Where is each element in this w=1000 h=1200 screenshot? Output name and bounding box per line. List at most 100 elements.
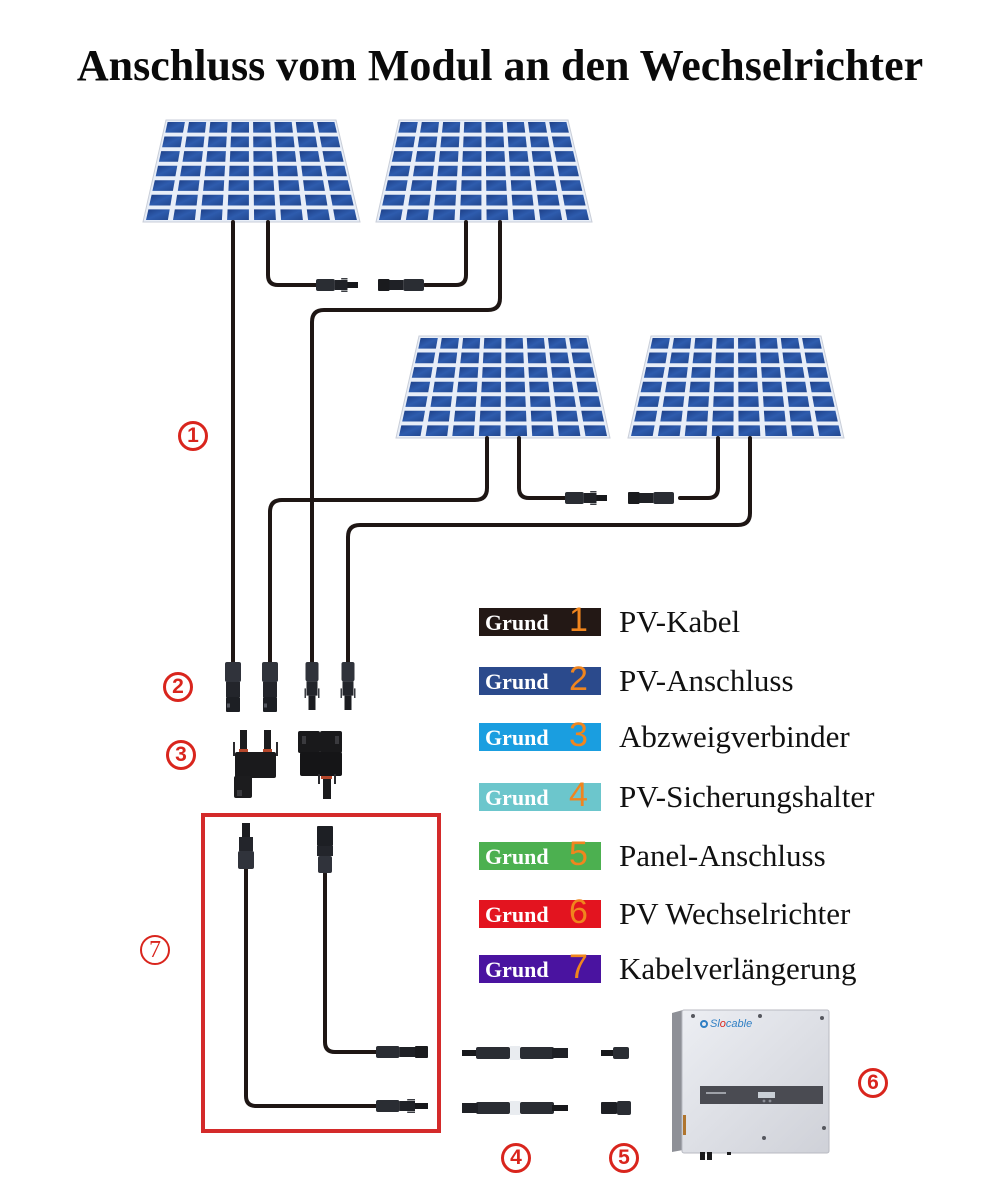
solar-cell	[461, 165, 482, 177]
branch-connectors	[233, 730, 342, 799]
connector-nut	[225, 662, 241, 682]
solar-cell	[325, 165, 347, 177]
solar-cell	[175, 194, 198, 206]
panel-link-connector-female	[628, 492, 674, 504]
cable-panel2-main	[310, 220, 502, 667]
marker-5-panel-connector: 5	[609, 1143, 639, 1173]
solar-cell	[714, 367, 734, 378]
solar-cell	[458, 367, 479, 378]
solar-cell	[435, 367, 456, 378]
panel-connector-female	[601, 1101, 631, 1115]
solar-cell	[399, 425, 423, 436]
connector-clip	[590, 491, 597, 493]
solar-cell	[760, 352, 780, 364]
solar-cell	[684, 425, 708, 436]
connector-nut	[238, 851, 254, 869]
solar-cell	[379, 209, 403, 220]
inverter	[672, 1009, 830, 1160]
legend-label: PV-Sicherungshalter	[619, 779, 875, 814]
solar-cell	[453, 410, 476, 422]
solar-cell	[533, 165, 555, 177]
solar-cell	[528, 367, 548, 378]
solar-cell	[253, 180, 275, 191]
solar-cell	[549, 352, 570, 364]
connector-clip	[590, 503, 597, 505]
connector-pin	[242, 823, 250, 837]
legend-label: Kabelverlängerung	[619, 951, 857, 986]
solar-cell	[809, 381, 832, 393]
solar-cell	[152, 180, 175, 191]
solar-cell	[787, 396, 810, 407]
solar-cell	[333, 209, 357, 220]
solar-cell	[405, 396, 428, 407]
extension-connector-female-end	[376, 1046, 428, 1058]
solar-cell	[505, 338, 524, 349]
solar-panel	[375, 119, 593, 223]
solar-cell	[505, 425, 528, 436]
solar-cell	[486, 209, 509, 220]
solar-cell	[804, 352, 825, 364]
solar-cell	[435, 180, 457, 191]
solar-cell	[738, 338, 756, 349]
solar-cell	[482, 352, 502, 364]
connector-nut	[316, 279, 335, 291]
solar-cell	[408, 381, 431, 393]
solar-cell	[485, 136, 505, 148]
solar-cell	[253, 136, 272, 148]
pv-connector-male	[340, 662, 356, 710]
solar-cell	[528, 122, 547, 133]
solar-cell	[388, 165, 411, 177]
solar-cell	[763, 410, 786, 422]
solar-cell	[551, 367, 572, 378]
solar-cell	[738, 396, 759, 407]
solar-cell	[425, 425, 449, 436]
legend-badge: Grund 6	[479, 894, 601, 930]
solar-cell	[146, 209, 170, 220]
solar-cell	[689, 381, 710, 393]
solar-cell	[557, 165, 579, 177]
solar-cell	[738, 367, 758, 378]
marker-7-extension-cable: 7	[140, 935, 170, 965]
solar-cell	[462, 151, 482, 162]
solar-cell	[548, 338, 567, 349]
cable-panel2-link	[423, 220, 468, 287]
solar-cell	[408, 194, 431, 206]
solar-cell	[761, 367, 781, 378]
solar-cell	[430, 396, 452, 407]
connector-pin	[601, 1050, 613, 1056]
solar-cell	[665, 381, 687, 393]
solar-cell	[229, 151, 249, 162]
solar-cell	[303, 180, 325, 191]
solar-cell	[306, 209, 330, 220]
fuse-body	[476, 1047, 510, 1059]
solar-cell	[667, 367, 688, 378]
solar-cell	[526, 338, 545, 349]
solar-cell	[452, 425, 475, 436]
solar-cell	[229, 165, 249, 177]
solar-cell	[482, 367, 502, 378]
solar-cell	[413, 165, 434, 177]
connector-body	[389, 280, 404, 290]
legend-label: PV Wechselrichter	[619, 896, 851, 931]
solar-cell	[417, 136, 438, 148]
solar-cell	[173, 209, 197, 220]
solar-cell	[428, 410, 451, 422]
solar-cell	[438, 151, 459, 162]
connector-body	[263, 682, 277, 697]
solar-cell	[398, 122, 418, 133]
solar-cell	[480, 396, 501, 407]
branch-connector-male	[233, 730, 278, 798]
connector-nut	[341, 662, 355, 682]
connector-clip	[407, 1099, 415, 1101]
extension-connector-male-top	[238, 823, 254, 869]
solar-cell	[304, 194, 328, 206]
inverter-lcd	[758, 1092, 775, 1098]
solar-cell	[410, 180, 433, 191]
marker-1-pv-cable: 1	[178, 421, 208, 451]
solar-cell	[583, 425, 607, 436]
solar-cell	[643, 367, 665, 378]
solar-cell	[713, 396, 734, 407]
solar-cell	[279, 194, 302, 206]
solar-cell	[437, 352, 458, 364]
solar-cell	[660, 410, 683, 422]
